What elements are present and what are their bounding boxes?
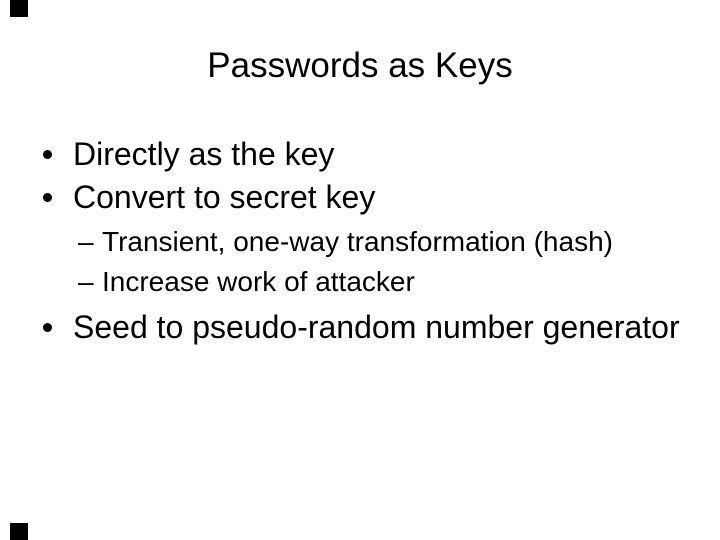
sub-bullet-item: – Increase work of attacker	[78, 268, 415, 296]
sub-bullet-text: Transient, one-way transformation (hash)	[102, 226, 613, 257]
sub-bullet-item: – Transient, one-way transformation (has…	[78, 228, 613, 256]
bullet-item: Seed to pseudo-random number generator	[43, 311, 680, 343]
bullet-text: Convert to secret key	[73, 179, 376, 215]
slide-title: Passwords as Keys	[207, 46, 513, 85]
bullet-text: Directly as the key	[73, 136, 335, 172]
corner-mark-top-left	[10, 0, 28, 17]
bullet-item: Convert to secret key	[43, 181, 375, 213]
corner-mark-bottom-left	[10, 523, 28, 540]
bullet-text: Seed to pseudo-random number generator	[73, 309, 680, 345]
sub-bullet-dash-icon: –	[78, 266, 94, 297]
sub-bullet-dash-icon: –	[78, 226, 94, 257]
sub-bullet-text: Increase work of attacker	[102, 266, 415, 297]
bullet-dot-icon	[43, 193, 52, 202]
bullet-item: Directly as the key	[43, 138, 334, 170]
bullet-dot-icon	[43, 150, 52, 159]
bullet-dot-icon	[43, 323, 52, 332]
